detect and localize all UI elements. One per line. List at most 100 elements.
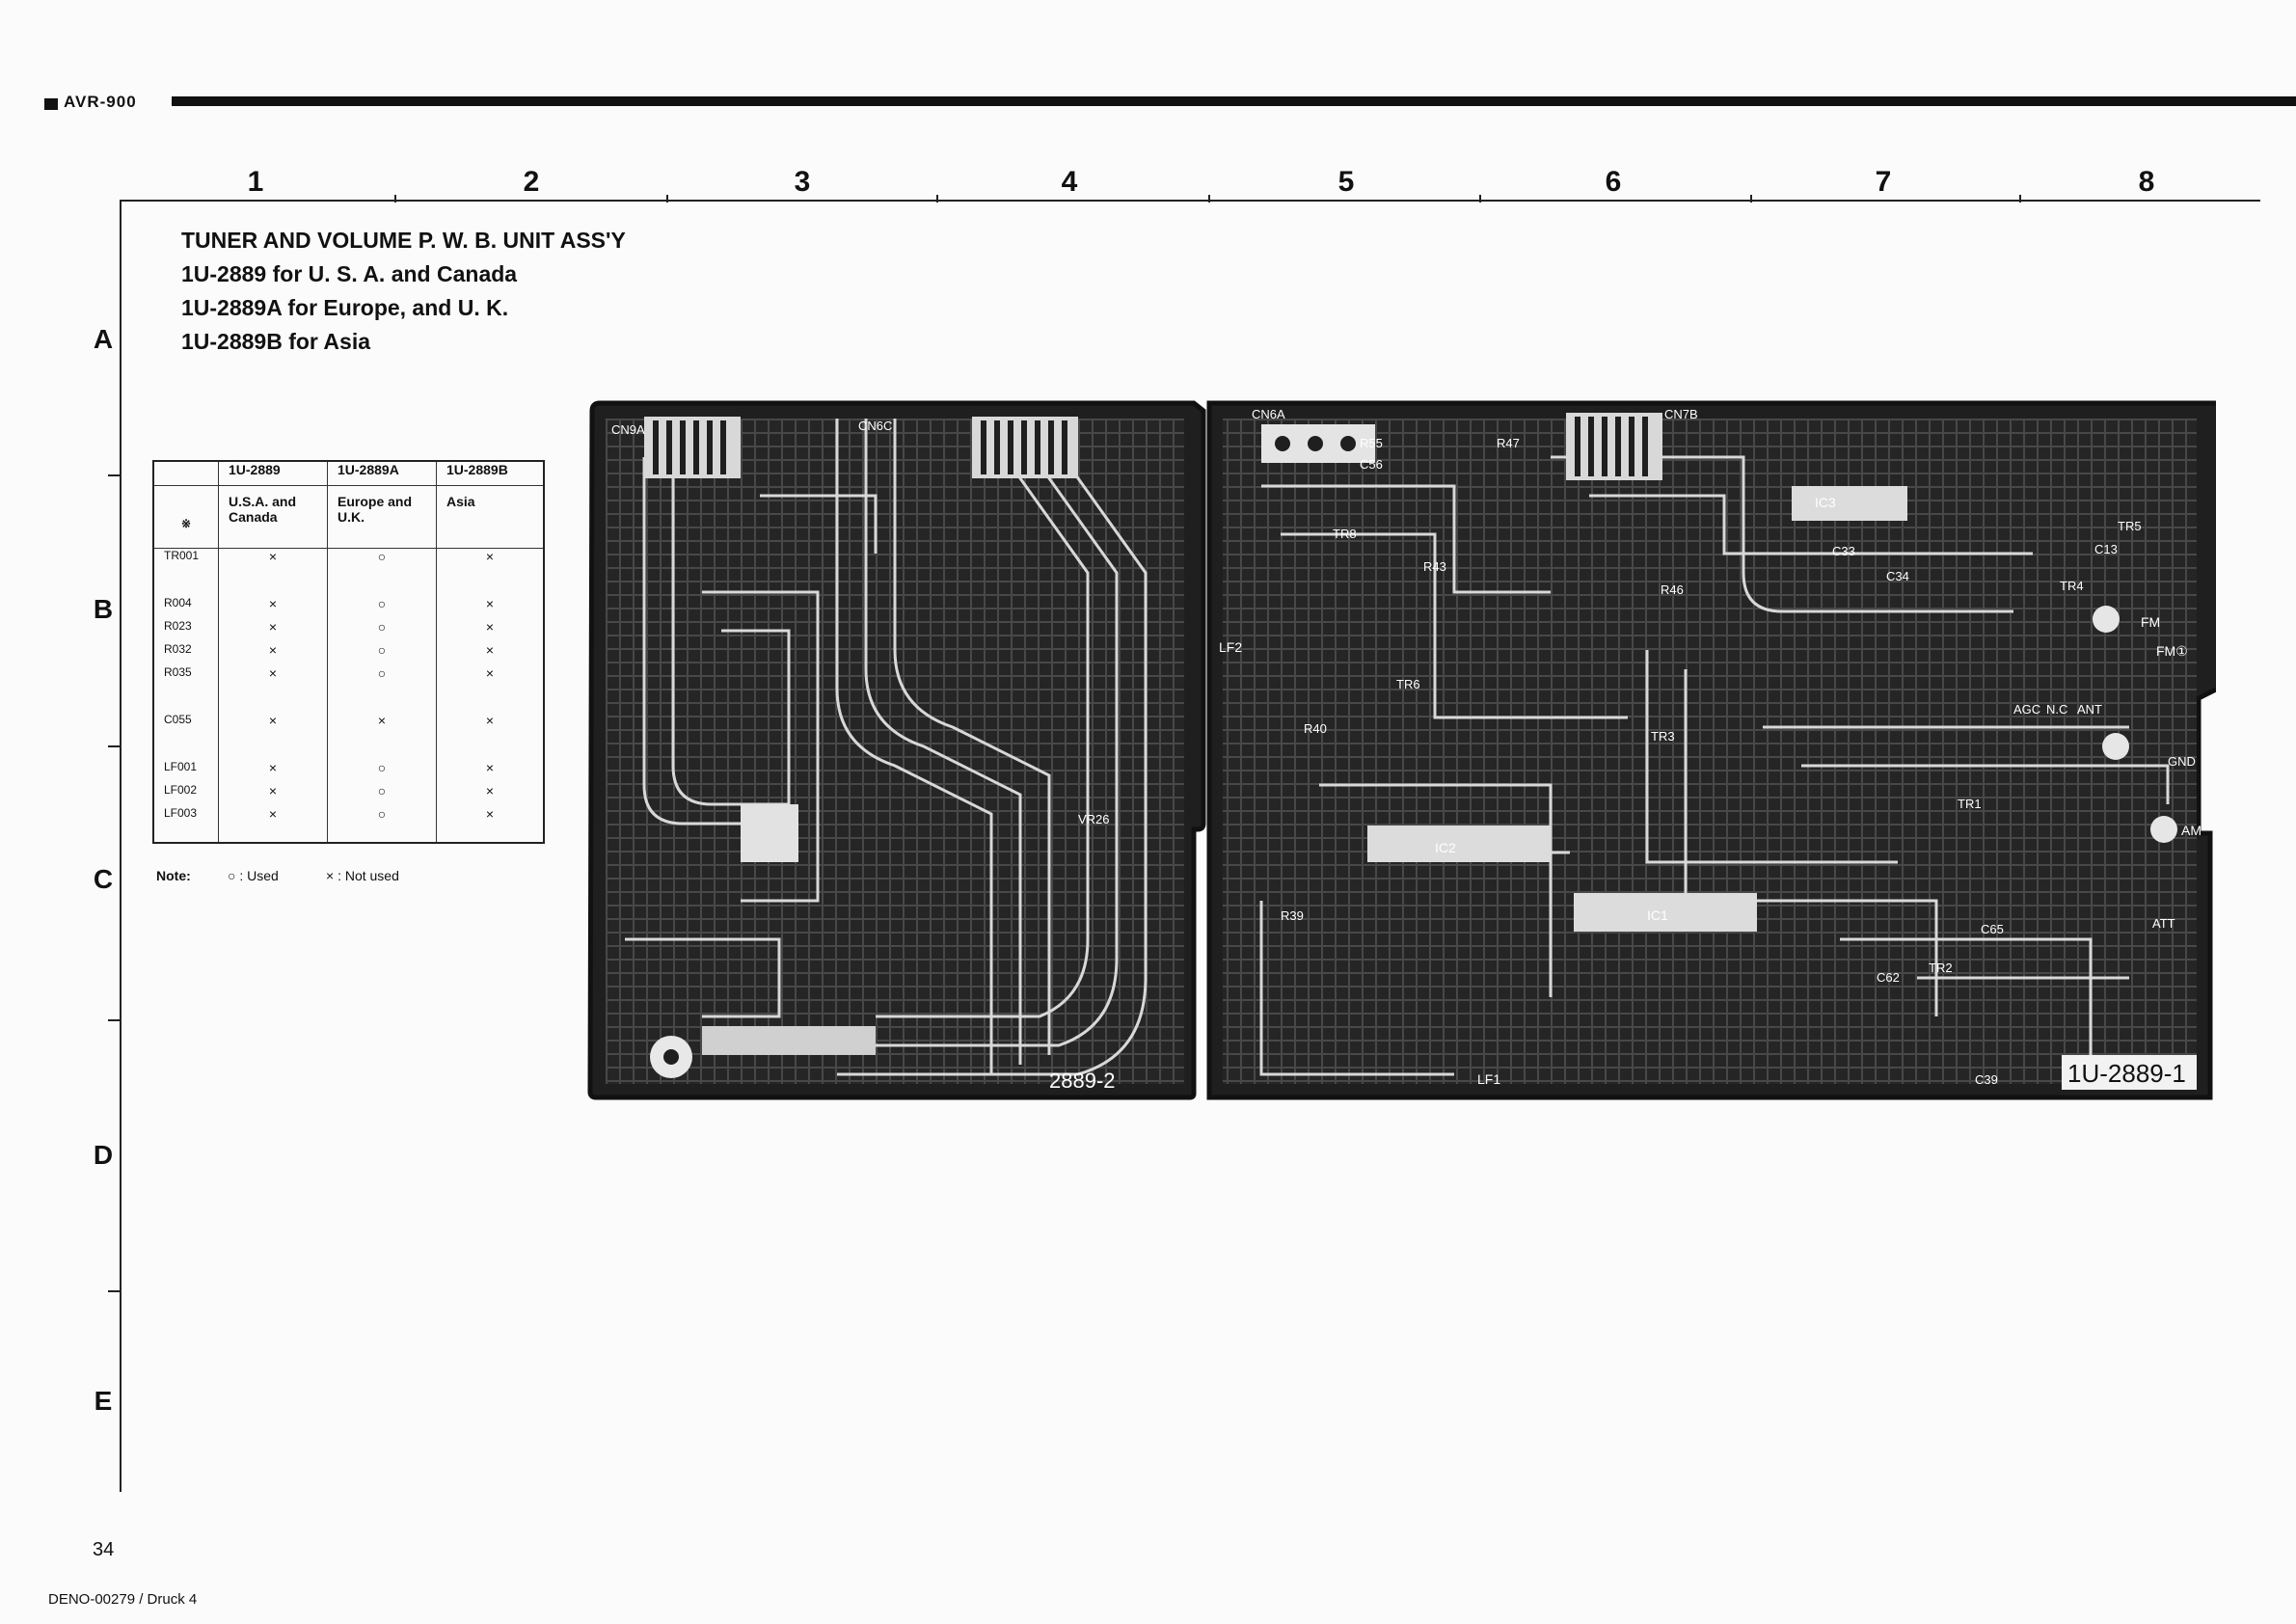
table-subheader: Asia [436,485,544,549]
pcb-label: GND [2168,754,2196,769]
table-corner [152,461,219,486]
page-number: 34 [93,1539,115,1560]
pcb-label: TR1 [1958,797,1982,811]
pcb-label: TR6 [1396,677,1420,691]
column-tick [2019,195,2021,203]
table-row: TR001 × ○ × [152,548,544,572]
row-label-a: A [93,324,114,354]
pcb-label: C33 [1832,544,1855,558]
variant-table: 1U-2889 1U-2889A 1U-2889B ※ U.S.A. and C… [152,460,545,844]
grid-left-line [120,200,122,1492]
column-label-2: 2 [523,166,540,198]
title-line: 1U-2889A for Europe, and U. K. [181,295,509,320]
pcb-label: ANT [2077,702,2102,717]
table-subheader: U.S.A. and Canada [218,485,328,549]
pcb-board-left: CN9A CN6C VR26 2889-2 [587,400,1206,1100]
pcb-board-id: 1U-2889-1 [2067,1059,2186,1088]
table-header: 1U-2889 [218,461,328,486]
pcb-label: AM [2181,823,2201,838]
pcb-label: AGC [2013,702,2040,717]
pcb-label: TR3 [1651,729,1675,744]
pcb-label: LF1 [1477,1071,1500,1087]
column-label-5: 5 [1337,166,1355,198]
table-row: C055 × × × [152,713,544,736]
pcb-diagram: CN9A CN6C VR26 2889-2 [587,400,2216,1100]
column-tick [394,195,396,203]
column-tick [1208,195,1210,203]
pcb-label: IC1 [1647,907,1668,923]
column-tick [1479,195,1481,203]
pcb-label: C34 [1886,569,1909,583]
pcb-label: C62 [1877,970,1900,985]
column-label-6: 6 [1605,166,1622,198]
table-header: 1U-2889A [327,461,437,486]
column-tick [666,195,668,203]
pcb-label: R40 [1304,721,1327,736]
document-code: DENO-00279 / Druck 4 [48,1591,198,1608]
table-row: R032 × ○ × [152,642,544,665]
pcb-label: R46 [1661,582,1684,597]
pcb-label: TR4 [2060,579,2084,593]
row-label-d: D [93,1140,114,1170]
column-label-3: 3 [794,166,811,198]
table-header: 1U-2889B [436,461,544,486]
table-row: LF003 × ○ × [152,806,544,829]
pcb-label: ATT [2152,916,2175,931]
pcb-label: CN6A [1252,407,1285,421]
column-label-1: 1 [247,166,264,198]
grid-top-line [120,200,2260,202]
pcb-label: C13 [2094,542,2118,556]
column-tick [936,195,938,203]
row-tick [108,1019,120,1021]
pcb-label: VR26 [1078,812,1110,826]
row-label-c: C [93,864,114,894]
note-not-used: × : Not used [326,868,399,883]
pcb-board-right: CN6A CN7B IC3 IC2 IC1 LF2 LF1 FM FM① GND… [1206,400,2216,1100]
row-label-e: E [94,1386,113,1416]
title-block: TUNER AND VOLUME P. W. B. UNIT ASS'Y 1U-… [181,224,626,359]
column-label-8: 8 [2138,166,2155,198]
table-row: R023 × ○ × [152,619,544,642]
pcb-label: R39 [1281,908,1304,923]
pcb-label: TR8 [1333,527,1357,541]
pcb-label: C65 [1981,922,2004,936]
table-row: LF002 × ○ × [152,783,544,806]
pcb-label: R43 [1423,559,1446,574]
row-tick [108,474,120,476]
pcb-label: IC2 [1435,840,1456,855]
row-tick [108,745,120,747]
pcb-label: FM① [2156,643,2188,659]
pcb-label: IC3 [1815,495,1836,510]
pcb-label: FM [2141,614,2160,630]
pcb-label: TR5 [2118,519,2142,533]
table-row: LF001 × ○ × [152,760,544,783]
note-label: Note: [156,868,191,883]
table-row: R004 × ○ × [152,596,544,619]
title-line: 1U-2889 for U. S. A. and Canada [181,261,518,286]
table-subheader: Europe and U.K. [327,485,437,549]
pcb-label: CN6C [858,419,892,433]
pcb-label: CN7B [1664,407,1698,421]
title-line: 1U-2889B for Asia [181,329,371,354]
row-label-b: B [93,594,114,624]
pcb-label: R47 [1497,436,1520,450]
pcb-label: R55 [1360,436,1383,450]
pcb-board-id: 2889-2 [1049,1069,1116,1093]
column-tick [1750,195,1752,203]
pcb-label: N.C [2046,702,2067,717]
table-row: R035 × ○ × [152,665,544,689]
title-line: TUNER AND VOLUME P. W. B. UNIT ASS'Y [181,228,626,253]
column-label-4: 4 [1061,166,1078,198]
model-label: AVR-900 [64,93,137,111]
note-used: ○ : Used [228,868,279,883]
pcb-label: TR2 [1929,961,1953,975]
pcb-label: CN9A [611,422,645,437]
pcb-label: C56 [1360,457,1383,472]
header-rule [172,96,2296,106]
pcb-label: LF2 [1219,639,1242,655]
column-label-7: 7 [1875,166,1892,198]
pcb-label: C39 [1975,1072,1998,1087]
row-tick [108,1290,120,1292]
table-corner-mark: ※ [152,485,219,549]
model-marker [44,98,58,110]
